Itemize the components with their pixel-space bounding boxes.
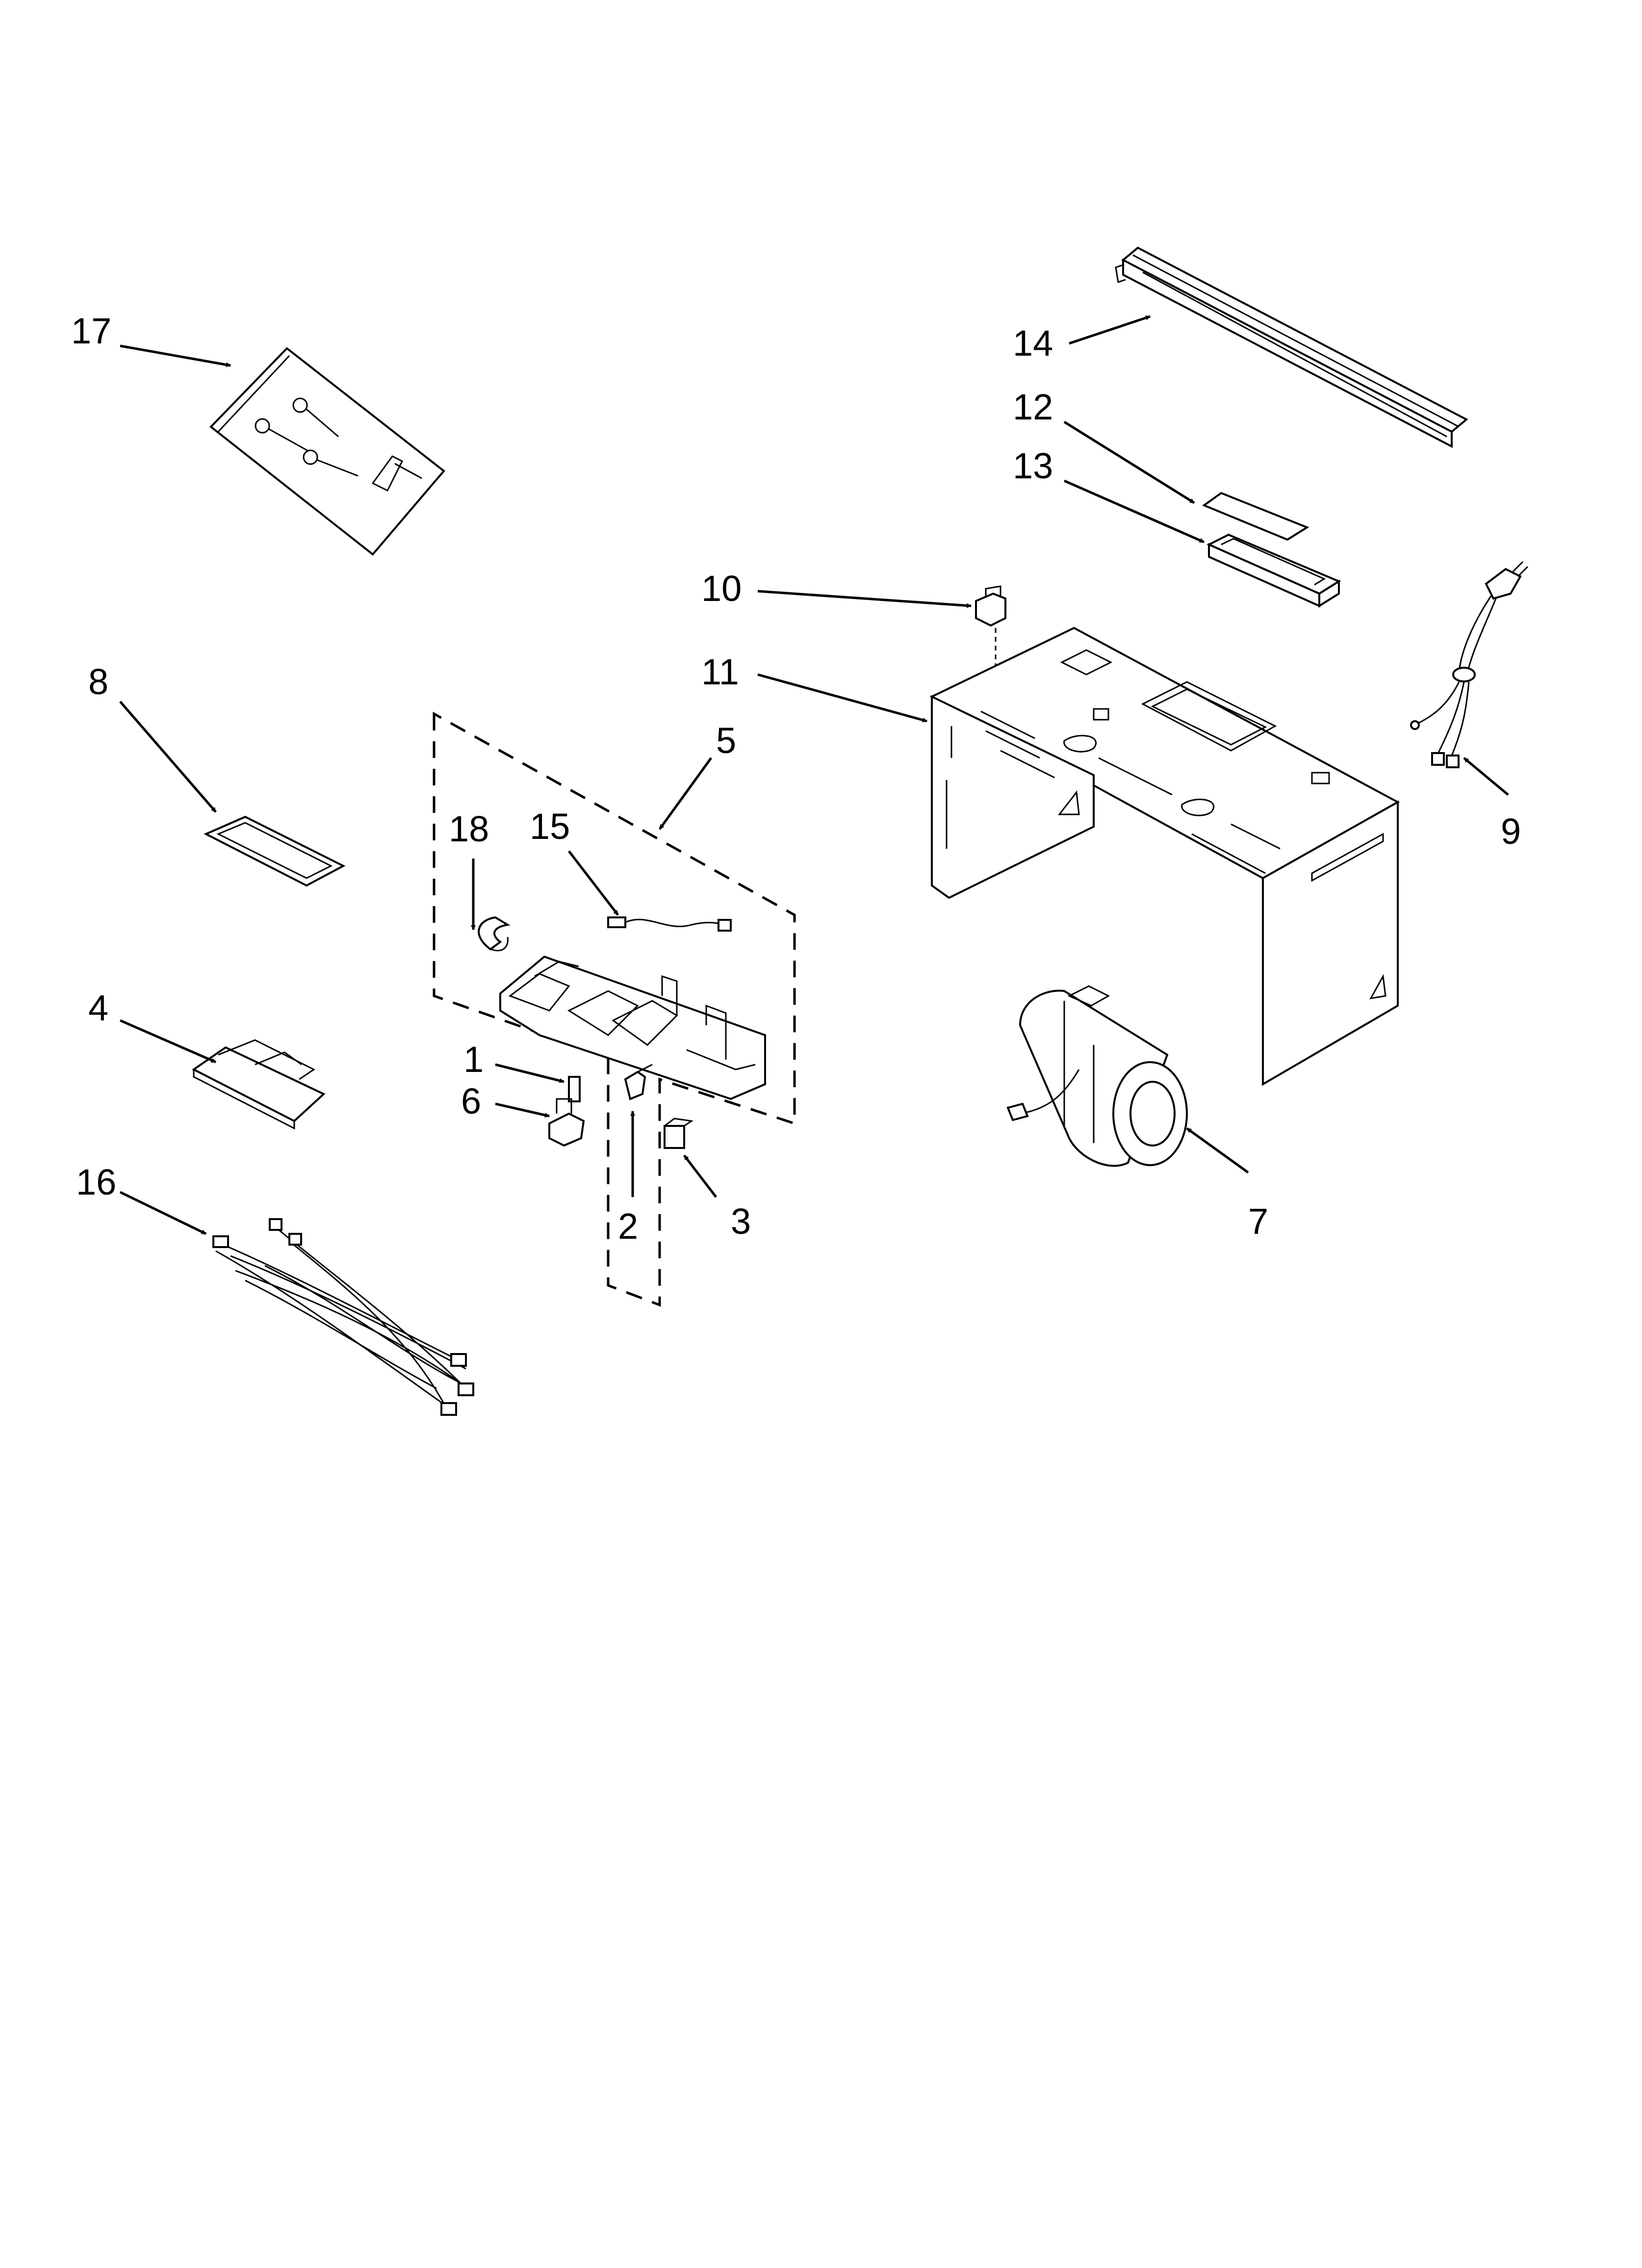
filter-icon bbox=[204, 815, 346, 887]
callout-4: 4 bbox=[88, 988, 108, 1028]
leader-line-12 bbox=[1063, 420, 1195, 504]
power-cord-icon bbox=[1410, 561, 1529, 768]
callout-13: 13 bbox=[1013, 445, 1053, 486]
cable-clamp-icon bbox=[478, 916, 511, 952]
hardware-bag-icon bbox=[209, 347, 445, 556]
callout-18: 18 bbox=[449, 808, 489, 849]
leader-line-16 bbox=[119, 1191, 207, 1235]
leader-line-11 bbox=[757, 673, 927, 723]
leader-line-17 bbox=[120, 344, 231, 367]
callout-12: 12 bbox=[1013, 387, 1053, 427]
leader-line-3 bbox=[683, 1154, 717, 1198]
callout-15: 15 bbox=[530, 806, 570, 847]
leader-line-4 bbox=[120, 1019, 216, 1064]
callout-16: 16 bbox=[76, 1162, 116, 1202]
leader-line-10 bbox=[757, 590, 972, 608]
leader-line-15 bbox=[568, 850, 619, 916]
pad-icon bbox=[1202, 492, 1309, 541]
callout-17: 17 bbox=[71, 311, 111, 351]
leader-line-7 bbox=[1186, 1127, 1249, 1174]
grille-icon bbox=[192, 1039, 326, 1130]
callout-1: 1 bbox=[463, 1039, 484, 1080]
rail-icon bbox=[1115, 246, 1468, 448]
callout-14: 14 bbox=[1013, 323, 1053, 364]
clip-icon bbox=[975, 585, 1006, 667]
callout-2: 2 bbox=[618, 1206, 638, 1247]
sensor-icon bbox=[607, 916, 732, 932]
switch-icon bbox=[568, 1076, 581, 1102]
leader-line-14 bbox=[1069, 315, 1151, 345]
leader-line-13 bbox=[1063, 479, 1205, 544]
callout-11: 11 bbox=[701, 652, 739, 692]
thermostat-icon bbox=[548, 1098, 585, 1147]
callout-5: 5 bbox=[716, 720, 736, 761]
callout-10: 10 bbox=[701, 568, 742, 609]
switch-icon bbox=[664, 1118, 694, 1149]
switch-icon bbox=[624, 1064, 653, 1100]
duct-icon bbox=[1206, 533, 1341, 608]
wire-harness-icon bbox=[212, 1218, 474, 1416]
leader-line-6 bbox=[495, 1102, 550, 1118]
blower-motor-icon bbox=[1006, 985, 1188, 1167]
leader-line-8 bbox=[119, 701, 217, 813]
leader-line-1 bbox=[495, 1063, 564, 1083]
callout-6: 6 bbox=[461, 1081, 481, 1121]
leader-line-5 bbox=[658, 757, 713, 830]
bracket-assembly-icon bbox=[499, 955, 766, 1100]
callout-8: 8 bbox=[88, 661, 108, 702]
assembly-group-outline bbox=[433, 711, 796, 1307]
cabinet-icon bbox=[929, 626, 1400, 1086]
callout-9: 9 bbox=[1501, 811, 1521, 852]
callout-3: 3 bbox=[731, 1201, 751, 1242]
callout-7: 7 bbox=[1248, 1201, 1268, 1242]
leader-line-9 bbox=[1463, 757, 1509, 796]
